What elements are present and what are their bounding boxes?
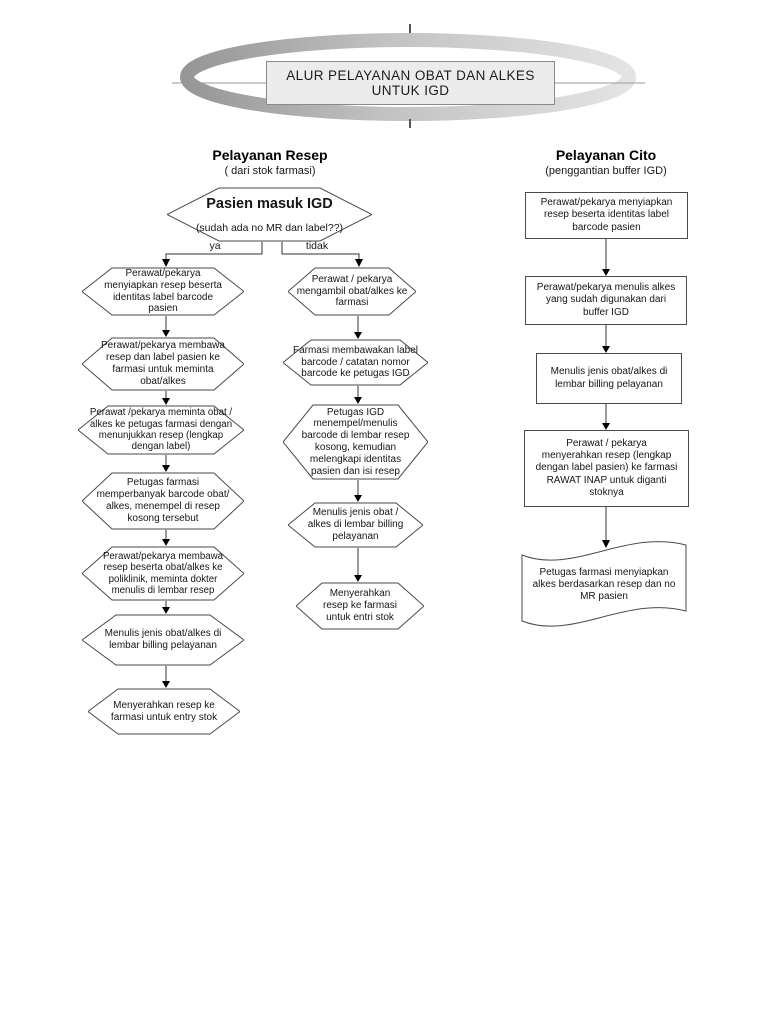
flow-node-cito-3: Menulis jenis obat/alkes di lembar billi… [536, 353, 682, 404]
flow-node-resep-3: Perawat /pekarya meminta obat / alkes ke… [78, 405, 244, 455]
flow-node-label: Perawat/pekarya menyiapkan resep beserta… [540, 197, 673, 233]
flow-start-node: Pasien masuk IGD (sudah ada no MR dan la… [167, 187, 372, 242]
flow-node-label: Petugas farmasi memperbanyak barcode oba… [96, 477, 230, 524]
cito-arrowheads [602, 269, 610, 548]
flow-node-label: Perawat/pekarya menulis alkes yang sudah… [536, 282, 676, 318]
flow-node-resep-2: Perawat/pekarya membawa resep dan label … [82, 337, 244, 391]
column-subheader-cito: (penggantian buffer IGD) [545, 165, 667, 177]
flow-node-cito-4: Perawat / pekarya menyerahkan resep (len… [524, 430, 689, 507]
flow-node-label: Perawat/pekarya membawa resep dan label … [101, 340, 225, 387]
flow-node-label: Perawat /pekarya meminta obat / alkes ke… [89, 407, 233, 453]
hexagon-shape [288, 502, 423, 548]
flow-node-cito-5: Petugas farmasi menyiapkan alkes berdasa… [518, 533, 690, 633]
flow-node-resep-5: Perawat/pekarya membawa resep beserta ob… [82, 546, 244, 601]
flow-node-label: Perawat/pekarya membawa resep beserta ob… [102, 550, 224, 596]
wave-shape [521, 541, 687, 627]
resep-arrowheads [162, 330, 170, 688]
flow-node-label: Menulis jenis obat/alkes di lembar billi… [550, 366, 668, 390]
branch-connectors [165, 242, 360, 261]
hexagon-shape [283, 404, 428, 480]
flow-node-tidak-4: Menulis jenis obat / alkes di lembar bil… [288, 502, 423, 548]
hexagon-shape [82, 267, 244, 316]
branch-label-tidak: tidak [305, 240, 329, 252]
column-header-cito: Pelayanan Cito [555, 147, 657, 163]
hexagon-shape [78, 405, 244, 455]
flow-node-tidak-3: Petugas IGD menempel/menulis barcode di … [283, 404, 428, 480]
start-node-subtitle: (sudah ada no MR dan label??) [195, 222, 344, 235]
arrowhead [355, 259, 363, 267]
flow-node-label: Perawat/pekarya menyiapkan resep beserta… [104, 267, 222, 315]
flow-node-cito-2: Perawat/pekarya menulis alkes yang sudah… [525, 276, 687, 325]
flow-node-resep-4: Petugas farmasi memperbanyak barcode oba… [82, 472, 244, 530]
hexagon-shape [82, 337, 244, 391]
branch-label-ya: ya [209, 240, 221, 252]
flow-node-resep-1: Perawat/pekarya menyiapkan resep beserta… [82, 267, 244, 316]
page-title-line1: ALUR PELAYANAN OBAT DAN ALKES [286, 68, 535, 83]
banner-ellipse-ring [180, 33, 636, 121]
hexagon-shape [296, 582, 424, 630]
flow-node-tidak-1: Perawat / pekarya mengambil obat/alkes k… [288, 267, 416, 316]
flow-node-label: Menulis jenis obat/alkes di lembar billi… [104, 628, 222, 651]
flow-node-label: Perawat / pekarya mengambil obat/alkes k… [296, 273, 408, 309]
flow-node-tidak-5: Menyerahkan resep ke farmasi untuk entri… [296, 582, 424, 630]
flow-node-label: Perawat / pekarya menyerahkan resep (len… [535, 438, 678, 498]
flow-node-label: Menyerahkan resep ke farmasi untuk entry… [110, 699, 218, 723]
page-title: ALUR PELAYANAN OBAT DAN ALKES UNTUK IGD [266, 61, 555, 105]
hexagon-shape [82, 614, 244, 666]
flow-node-label: Petugas IGD menempel/menulis barcode di … [301, 406, 410, 477]
hexagon-shape [82, 472, 244, 530]
flow-node-label: Farmasi membawakan label barcode / catat… [292, 344, 419, 380]
hexagon-shape [283, 339, 428, 386]
hexagon-shape [88, 688, 240, 735]
flow-node-label: Menulis jenis obat / alkes di lembar bil… [307, 507, 404, 542]
flow-node-label: Menyerahkan resep ke farmasi untuk entri… [323, 588, 397, 623]
hexagon-shape [82, 546, 244, 601]
flow-node-tidak-2: Farmasi membawakan label barcode / catat… [283, 339, 428, 386]
hexagon-shape [288, 267, 416, 316]
flow-node-resep-7: Menyerahkan resep ke farmasi untuk entry… [88, 688, 240, 735]
flow-node-cito-1: Perawat/pekarya menyiapkan resep beserta… [525, 192, 688, 239]
flow-node-resep-6: Menulis jenis obat/alkes di lembar billi… [82, 614, 244, 666]
hexagon-shape [167, 187, 372, 242]
arrowhead [162, 259, 170, 267]
column-header-resep: Pelayanan Resep [212, 147, 328, 163]
column-subheader-resep: ( dari stok farmasi) [224, 165, 316, 177]
tidak-arrowheads [354, 332, 362, 582]
start-node-title: Pasien masuk IGD [206, 196, 333, 213]
flow-node-label: Petugas farmasi menyiapkan alkes berdasa… [532, 567, 676, 602]
page-title-line2: UNTUK IGD [371, 83, 450, 98]
